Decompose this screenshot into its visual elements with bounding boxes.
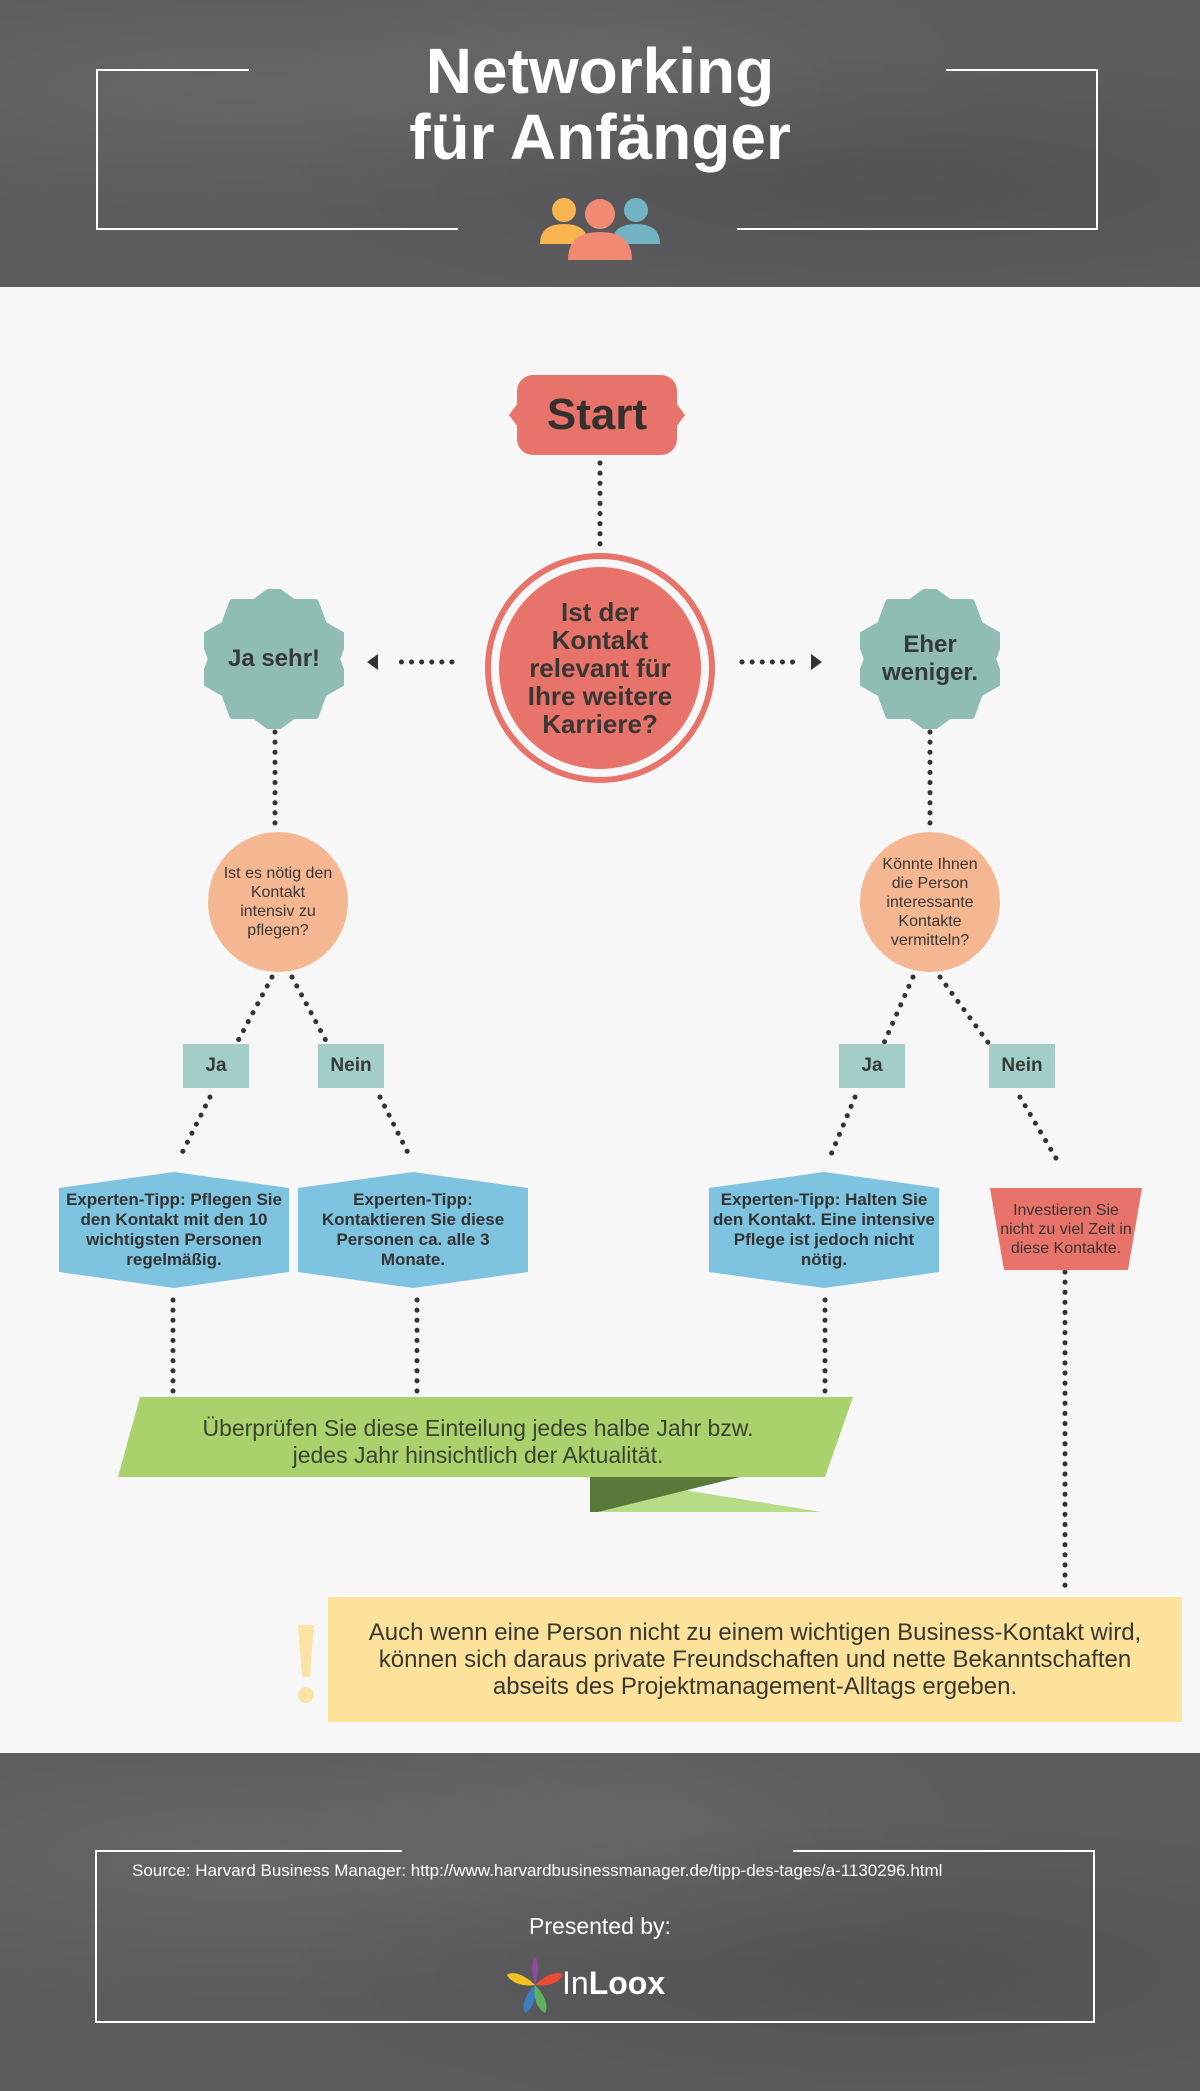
start-label: Start [546,390,648,439]
tag-left-yes: Ja [183,1044,249,1088]
page-title: Networking für Anfänger [0,38,1200,170]
tip-card-2-text: Experten-Tipp: Kontaktieren Sie diese Pe… [321,1190,505,1269]
note-box: Auch wenn eine Person nicht zu einem wic… [328,1597,1182,1722]
tag-right-no-label: Nein [1001,1055,1043,1076]
answer-left-badge: Ja sehr! [204,589,344,729]
logo-part-in: In [562,1965,589,2001]
footer-frame-right [1093,1850,1095,2022]
title-line-2: für Anfänger [409,101,791,173]
warning-node: Investieren Sie nicht zu viel Zeit in di… [990,1188,1142,1270]
tip-card-3: Experten-Tipp: Halten Sie den Kontakt. E… [709,1172,939,1288]
tip-card-3-shape [709,1172,939,1288]
question-main-node: Ist der Kontakt relevant für Ihre weiter… [485,553,715,783]
answer-right-label: Eher weniger. [881,631,979,686]
tip-card-1-text: Experten-Tipp: Pflegen Sie den Kontakt m… [65,1190,282,1269]
question-main-text: Ist der Kontakt relevant für Ihre weiter… [527,597,673,739]
answer-right-badge: Eher weniger. [860,589,1000,729]
presented-by-text: Presented by: [529,1913,671,1939]
footer: Source: Harvard Business Manager: http:/… [0,1753,1200,2091]
warning-text: Investieren Sie nicht zu viel Zeit in di… [1000,1201,1132,1257]
tag-right-yes-label: Ja [861,1055,883,1076]
header: Networking für Anfänger [0,0,1200,287]
flowchart: Start Ist der Kontakt relevant für Ihre … [0,287,1200,1753]
header-frame-bottom-left [96,228,458,230]
exclamation-icon [298,1625,314,1703]
footer-frame-left [95,1850,97,2022]
warning-node-shape [990,1188,1142,1270]
review-ribbon: Überprüfen Sie diese Einteilung jedes ha… [118,1397,858,1512]
header-frame-left [96,69,98,229]
review-text: Überprüfen Sie diese Einteilung jedes ha… [202,1415,754,1468]
connector-dots [170,460,1068,1590]
header-frame-right [1096,69,1098,229]
tip-card-1-shape [59,1172,289,1288]
tag-left-yes-label: Ja [205,1055,227,1076]
logo-part-loox: Loox [588,1965,666,2001]
tip-card-2-shape [298,1172,528,1288]
header-frame-top-right [946,69,1098,71]
tag-right-yes: Ja [839,1044,905,1088]
header-frame-top-left [97,69,249,71]
tag-right-no: Nein [989,1044,1055,1088]
tag-left-no: Nein [318,1044,384,1088]
footer-frame-bottom [95,2021,1095,2023]
inloox-logo-icon [507,1957,563,2013]
question-right-text: Könnte Ihnen die Person interessante Kon… [882,855,978,949]
people-group-icon [540,198,660,260]
tip-card-2: Experten-Tipp: Kontaktieren Sie diese Pe… [298,1172,528,1288]
inloox-logo-wordmark: InLoox [562,1965,665,2002]
tip-card-3-text: Experten-Tipp: Halten Sie den Kontakt. E… [713,1190,935,1269]
tag-left-no-label: Nein [330,1055,372,1076]
answer-left-label: Ja sehr! [227,645,321,672]
question-left-node: Ist es nötig den Kontakt intensiv zu pfl… [208,832,348,972]
title-line-1: Networking [425,35,775,107]
source-text: Source: Harvard Business Manager: http:/… [132,1861,943,1880]
answer-left-badge-shape [204,589,344,729]
header-frame-bottom-right [737,228,1098,230]
start-node: Start [509,375,685,455]
review-ribbon-shape [118,1397,853,1512]
footer-frame-top-right [793,1850,1094,1852]
footer-frame-top-left [96,1850,402,1852]
question-left-text: Ist es nötig den Kontakt intensiv zu pfl… [223,865,333,939]
question-right-node: Könnte Ihnen die Person interessante Kon… [860,832,1000,972]
tip-card-1: Experten-Tipp: Pflegen Sie den Kontakt m… [59,1172,289,1288]
note-text: Auch wenn eine Person nicht zu einem wic… [368,1619,1142,1700]
answer-right-badge-shape [860,589,1000,729]
